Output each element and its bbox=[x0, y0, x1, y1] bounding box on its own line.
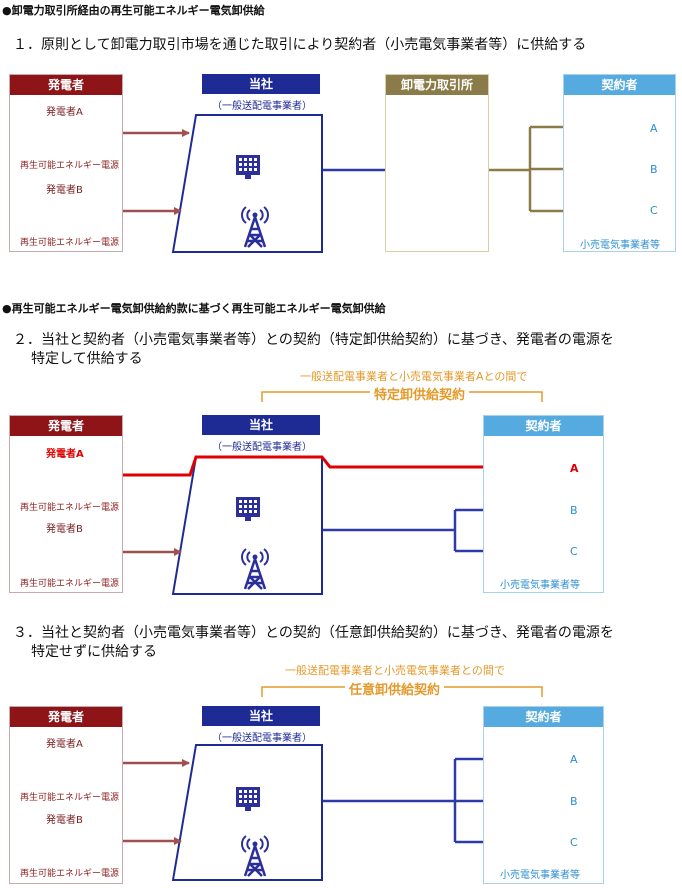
arrow-company-to-contractors bbox=[323, 759, 457, 842]
contractor-b-label: B bbox=[570, 504, 578, 517]
retailer-caption: 小売電気事業者等 bbox=[580, 240, 660, 251]
company-box-title: 当社 bbox=[202, 706, 320, 726]
contractor-b-label: B bbox=[650, 163, 658, 176]
contract-note: 一般送配電事業者と小売電気事業者Aとの間で bbox=[300, 370, 528, 383]
section-2-item-line2: 特定して供給する bbox=[31, 351, 143, 367]
contractor-box-title: 契約者 bbox=[484, 416, 603, 436]
contractor-b-label: B bbox=[570, 795, 578, 808]
contractor-box-title: 契約者 bbox=[564, 75, 675, 95]
generator-b-label: 発電者B bbox=[46, 815, 83, 826]
section-2-item-line1: ２．当社と契約者（小売電気事業者等）との契約（特定卸供給契約）に基づき、発電者の… bbox=[13, 332, 614, 348]
contractor-box-title: 契約者 bbox=[484, 707, 603, 727]
contract-name: 特定卸供給契約 bbox=[370, 384, 470, 403]
generator-box-title: 発電者 bbox=[10, 707, 122, 727]
contractor-c-label: C bbox=[570, 836, 578, 849]
company-panel bbox=[171, 456, 323, 595]
arrow-company-to-contractors bbox=[323, 510, 457, 551]
renewable-source-label: 再生可能エネルギー電源 bbox=[20, 869, 120, 879]
contractor-box: 契約者 bbox=[563, 74, 676, 252]
retailer-caption: 小売電気事業者等 bbox=[500, 580, 580, 591]
generator-b-label: 発電者B bbox=[46, 524, 83, 535]
generator-box: 発電者 bbox=[9, 706, 123, 884]
generator-box-title: 発電者 bbox=[10, 75, 122, 95]
contractor-box: 契約者 bbox=[483, 415, 604, 593]
exchange-box: 卸電力取引所 bbox=[385, 74, 489, 252]
renewable-source-label: 再生可能エネルギー電源 bbox=[20, 503, 120, 513]
generator-box: 発電者 bbox=[9, 415, 123, 593]
contractor-c-label: C bbox=[650, 204, 658, 217]
retailer-caption: 小売電気事業者等 bbox=[500, 870, 580, 881]
contractor-a-label: A bbox=[650, 122, 658, 135]
highlight-arrow-gen-a bbox=[100, 455, 514, 477]
contract-note: 一般送配電事業者と小売電気事業者との間で bbox=[285, 664, 505, 677]
generator-box-title: 発電者 bbox=[10, 416, 122, 436]
renewable-source-label: 再生可能エネルギー電源 bbox=[20, 793, 120, 803]
company-panel bbox=[171, 744, 323, 881]
section-3-item-line1: ３．当社と契約者（小売電気事業者等）との契約（任意卸供給契約）に基づき、発電者の… bbox=[13, 625, 614, 641]
generator-a-label: 発電者A bbox=[46, 449, 84, 460]
renewable-source-label: 再生可能エネルギー電源 bbox=[20, 238, 120, 248]
company-subtitle: （一般送配電事業者） bbox=[212, 733, 312, 744]
company-subtitle: （一般送配電事業者） bbox=[212, 442, 312, 453]
section-2-heading: ●再生可能エネルギー電気卸供給約款に基づく再生可能エネルギー電気卸供給 bbox=[2, 302, 386, 315]
generator-a-label: 発電者A bbox=[46, 739, 83, 750]
company-panel bbox=[171, 114, 323, 253]
generator-a-label: 発電者A bbox=[46, 107, 83, 118]
contractor-a-label: A bbox=[570, 753, 578, 766]
generator-box: 発電者 bbox=[9, 74, 123, 252]
contractor-a-label: A bbox=[570, 462, 579, 475]
section-1-item: １．原則として卸電力取引市場を通じた取引により契約者（小売電気事業者等）に供給す… bbox=[13, 37, 587, 53]
contractor-box: 契約者 bbox=[483, 706, 604, 884]
section-1-heading: ●卸電力取引所経由の再生可能エネルギー電気卸供給 bbox=[2, 4, 265, 17]
contractor-c-label: C bbox=[570, 545, 578, 558]
section-3-item-line2: 特定せずに供給する bbox=[31, 644, 157, 660]
company-box-title: 当社 bbox=[202, 74, 320, 94]
exchange-box-title: 卸電力取引所 bbox=[386, 75, 488, 95]
company-box-title: 当社 bbox=[202, 415, 320, 435]
renewable-source-label: 再生可能エネルギー電源 bbox=[20, 579, 120, 589]
company-subtitle: （一般送配電事業者） bbox=[212, 101, 312, 112]
renewable-source-label: 再生可能エネルギー電源 bbox=[20, 161, 120, 171]
contract-name: 任意卸供給契約 bbox=[345, 679, 445, 698]
generator-b-label: 発電者B bbox=[46, 185, 83, 196]
